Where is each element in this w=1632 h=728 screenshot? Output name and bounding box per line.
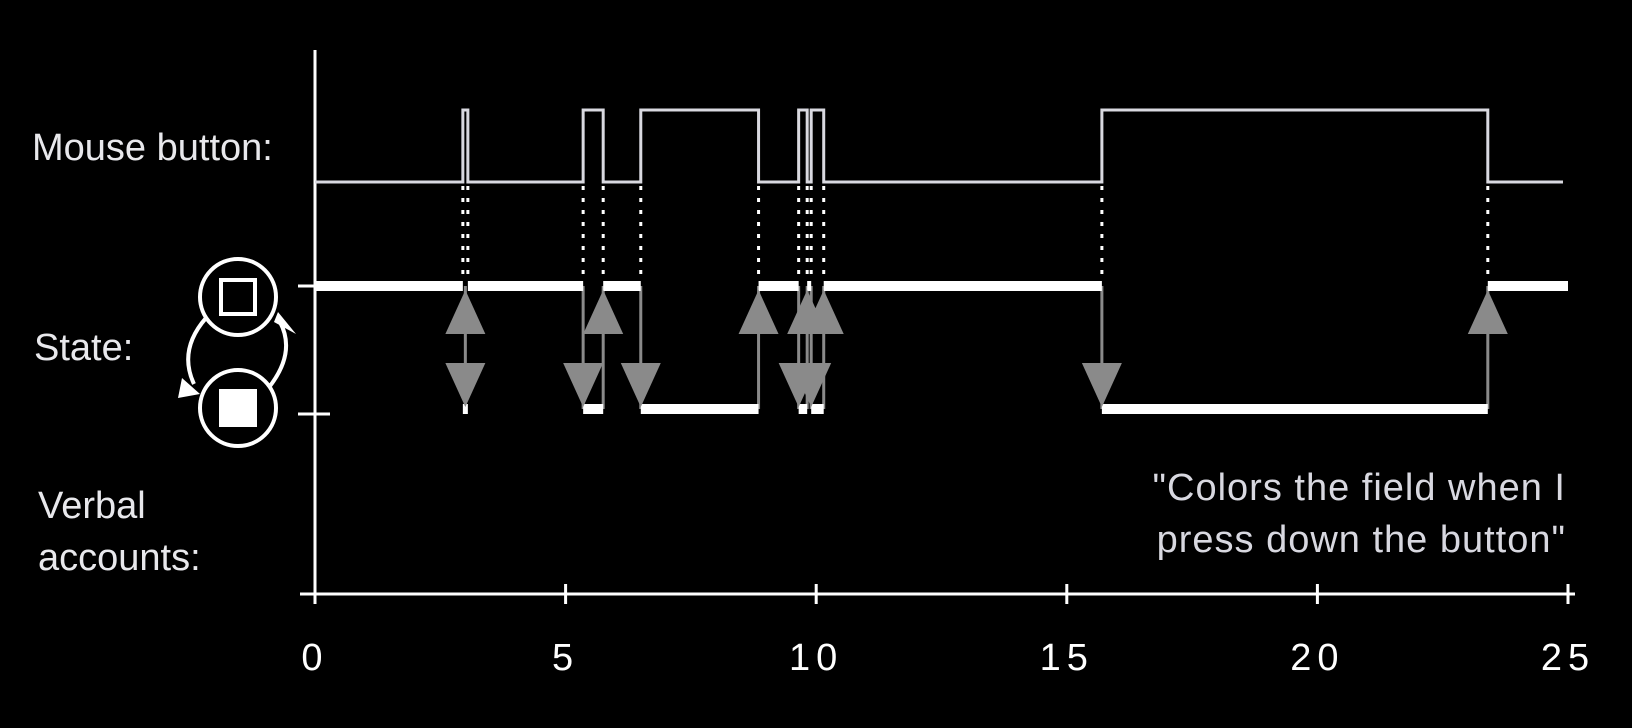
x-tick-label: 25 (1541, 637, 1595, 679)
cycle-arrowhead-right-icon (274, 312, 296, 334)
mouse-button-label: Mouse button: (32, 127, 273, 169)
state-label: State: (34, 327, 133, 369)
cycle-arrow-right-icon (268, 321, 288, 388)
verbal-label-line2: accounts: (38, 537, 201, 579)
arrow-up-icon (803, 290, 844, 334)
arrow-down-icon (1081, 363, 1122, 407)
arrow-down-icon (791, 363, 832, 407)
filled-square-icon (219, 389, 257, 427)
verbal-label-line1: Verbal (38, 485, 146, 527)
dotted-guides (461, 186, 1490, 280)
arrow-up-icon (445, 290, 486, 334)
verbal-account-line1: "Colors the field when I (1153, 467, 1566, 509)
x-tick-label: 5 (552, 637, 579, 679)
arrow-up-icon (1467, 290, 1508, 334)
arrow-down-icon (620, 363, 661, 407)
x-ticks: 0 5 10 15 20 25 (301, 584, 1595, 679)
arrow-up-icon (583, 290, 624, 334)
arrow-down-icon (563, 363, 604, 407)
x-tick-label: 0 (301, 637, 328, 679)
state-signal (315, 281, 1568, 414)
state-high-circle-icon (198, 257, 278, 337)
x-tick-label: 15 (1040, 637, 1094, 679)
x-tick-label: 20 (1290, 637, 1344, 679)
mouse-signal-path (315, 108, 1563, 184)
hollow-square-icon (219, 278, 257, 316)
state-low-circle-icon (198, 368, 278, 448)
state-cycle-icon (178, 257, 296, 448)
verbal-account-line2: press down the button" (1157, 519, 1566, 561)
cycle-arrow-left-icon (186, 316, 208, 385)
arrow-up-icon (738, 290, 779, 334)
mouse-button-signal (315, 108, 1563, 184)
x-tick-label: 10 (789, 637, 843, 679)
cycle-arrowhead-left-icon (178, 378, 200, 398)
arrow-down-icon (445, 363, 486, 407)
state-connectors (463, 286, 1490, 409)
transition-arrows (445, 290, 1508, 407)
